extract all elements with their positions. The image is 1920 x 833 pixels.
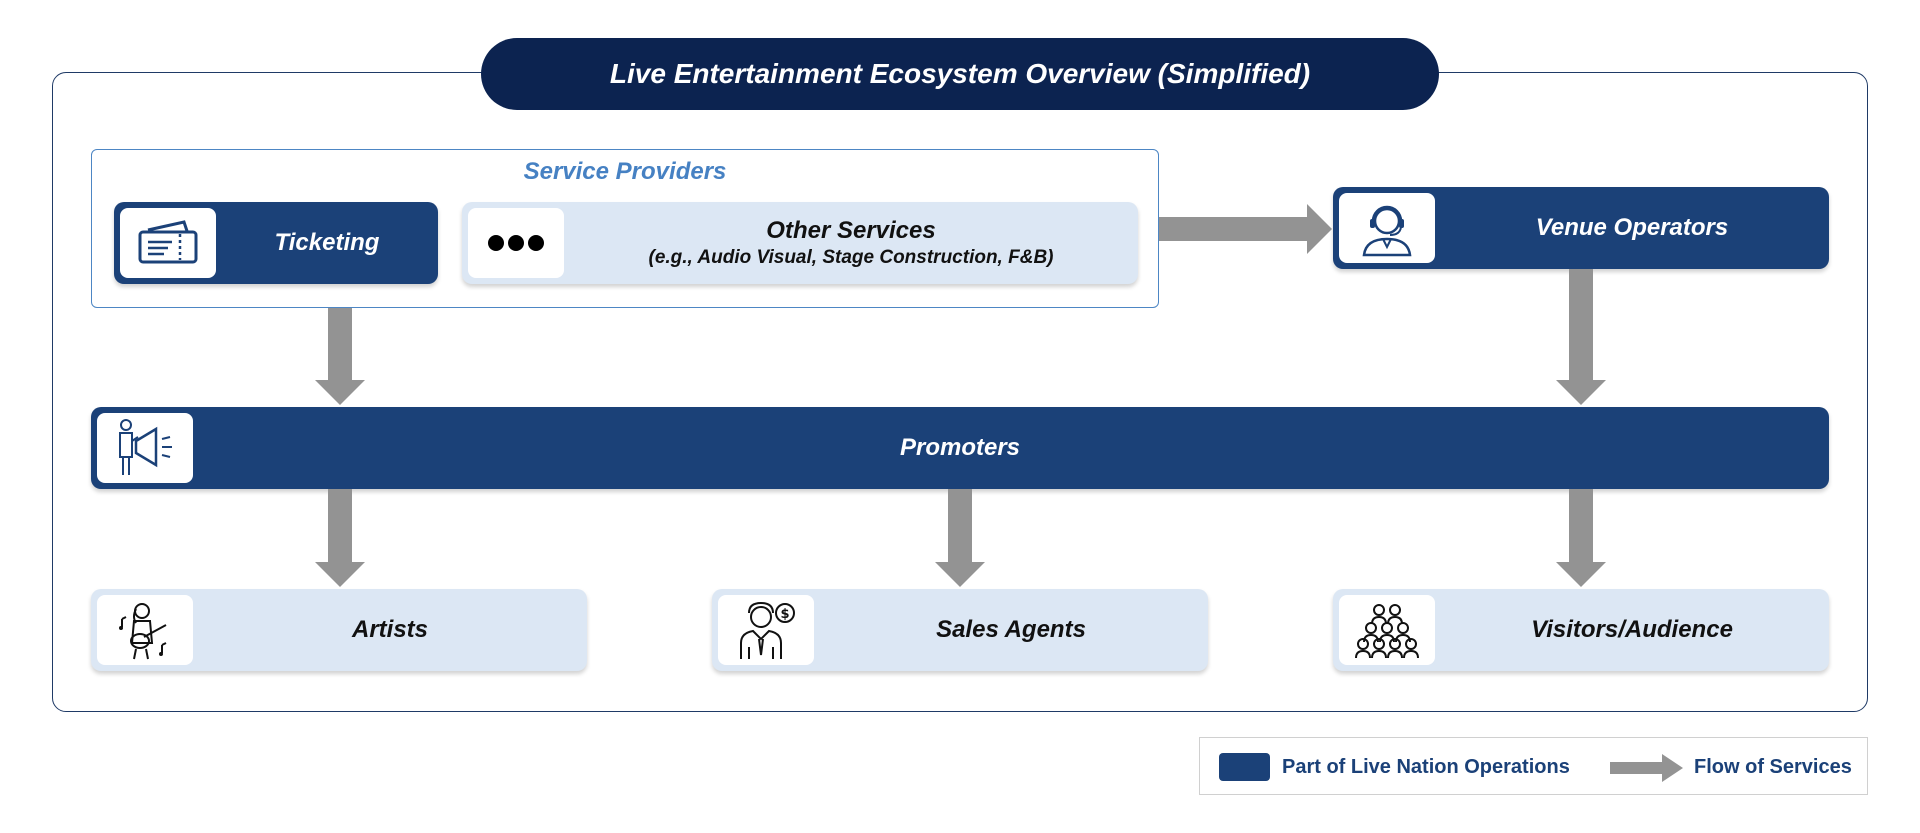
promoters-card: Promoters bbox=[91, 407, 1829, 489]
legend-operations-label: Part of Live Nation Operations bbox=[1282, 756, 1570, 778]
ticketing-label-text: Ticketing bbox=[274, 229, 380, 256]
arrow-promoters-to-artists bbox=[315, 489, 365, 587]
guitarist-icon bbox=[97, 595, 193, 665]
artists-label: Artists bbox=[193, 589, 587, 671]
ticket-icon bbox=[120, 208, 216, 278]
headset-operator-icon bbox=[1339, 193, 1435, 263]
diagram-title: Live Entertainment Ecosystem Overview (S… bbox=[481, 38, 1439, 110]
arrow-promoters-to-visitors bbox=[1556, 489, 1606, 587]
promoters-label-text: Promoters bbox=[899, 434, 1021, 461]
legend-operations-swatch bbox=[1219, 753, 1270, 781]
arrow-venue-to-promoters bbox=[1556, 269, 1606, 405]
other-services-card: Other Services (e.g., Audio Visual, Stag… bbox=[462, 202, 1138, 284]
arrow-ticketing-to-promoters bbox=[315, 308, 365, 405]
legend-flow-label: Flow of Services bbox=[1694, 756, 1852, 778]
venue-operators-label: Venue Operators bbox=[1435, 187, 1829, 269]
other-services-sublabel: (e.g., Audio Visual, Stage Construction,… bbox=[648, 247, 1054, 268]
sales-agents-label-text: Sales Agents bbox=[936, 616, 1086, 643]
other-services-label: Other Services (e.g., Audio Visual, Stag… bbox=[564, 202, 1138, 284]
arrow-services-to-venue bbox=[1159, 204, 1332, 254]
promoters-label: Promoters bbox=[91, 407, 1829, 489]
svg-text:$: $ bbox=[780, 607, 789, 622]
visitors-label-text: Visitors/Audience bbox=[1531, 616, 1733, 643]
service-providers-group: Service Providers Ticketing Other bbox=[91, 149, 1159, 308]
ticketing-label: Ticketing bbox=[216, 202, 438, 284]
visitors-card: Visitors/Audience bbox=[1333, 589, 1829, 671]
sales-agents-label: Sales Agents bbox=[814, 589, 1208, 671]
venue-operators-label-text: Venue Operators bbox=[1535, 214, 1729, 241]
sales-agent-icon: $ bbox=[718, 595, 814, 665]
more-dots-icon bbox=[468, 208, 564, 278]
visitors-label: Visitors/Audience bbox=[1435, 589, 1829, 671]
artists-card: Artists bbox=[91, 589, 587, 671]
venue-operators-card: Venue Operators bbox=[1333, 187, 1829, 269]
megaphone-promoter-icon bbox=[97, 413, 193, 483]
artists-label-text: Artists bbox=[351, 616, 429, 643]
audience-icon bbox=[1339, 595, 1435, 665]
legend: Part of Live Nation Operations Flow of S… bbox=[1199, 737, 1868, 795]
other-services-label-text: Other Services bbox=[766, 217, 936, 244]
ticketing-card: Ticketing bbox=[114, 202, 438, 284]
sales-agents-card: $ Sales Agents bbox=[712, 589, 1208, 671]
arrow-promoters-to-sales-agents bbox=[935, 489, 985, 587]
service-providers-title: Service Providers bbox=[523, 158, 727, 185]
legend-flow-arrow-icon bbox=[1610, 754, 1683, 782]
